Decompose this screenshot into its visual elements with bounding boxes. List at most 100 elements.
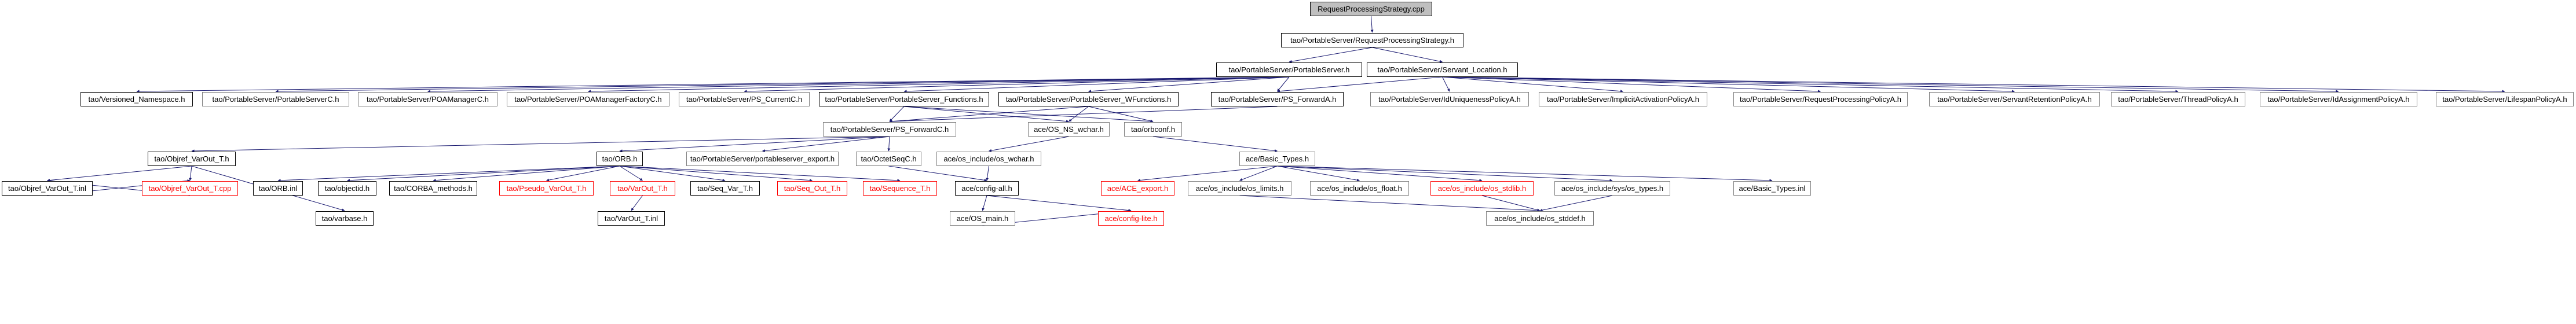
graph-node[interactable]: tao/VarOut_T.inl — [598, 211, 665, 226]
graph-edge — [1442, 76, 2179, 93]
graph-edge — [1370, 16, 1374, 33]
graph-node[interactable]: tao/PortableServer/POAManagerC.h — [358, 92, 497, 106]
graph-edge — [903, 76, 1290, 93]
graph-edge — [136, 76, 1290, 93]
graph-edge — [1152, 136, 1278, 152]
graph-node[interactable]: tao/varbase.h — [316, 211, 374, 226]
graph-edge — [1442, 76, 1821, 93]
graph-node[interactable]: tao/PortableServer/Servant_Location.h — [1367, 62, 1518, 77]
graph-node[interactable]: ace/config-all.h — [955, 181, 1019, 196]
graph-edge — [277, 165, 620, 182]
graph-edge — [427, 76, 1290, 93]
graph-node[interactable]: ace/os_include/os_float.h — [1310, 181, 1409, 196]
graph-edge — [189, 165, 192, 181]
graph-edge — [47, 165, 192, 182]
graph-edge — [1277, 165, 1483, 182]
graph-node[interactable]: tao/PortableServer/PortableServer_Functi… — [819, 92, 989, 106]
graph-node[interactable]: tao/orbconf.h — [1124, 122, 1182, 137]
graph-node[interactable]: ace/Basic_Types.h — [1239, 152, 1315, 166]
graph-node[interactable]: ace/os_include/os_stdlib.h — [1430, 181, 1534, 196]
graph-edge — [546, 165, 620, 182]
graph-edge — [1277, 76, 1290, 92]
graph-edge — [888, 165, 987, 182]
graph-edge — [1442, 76, 1623, 93]
graph-edge — [619, 165, 901, 182]
graph-edge — [619, 165, 643, 181]
graph-edge — [744, 76, 1290, 93]
graph-edge — [619, 165, 726, 182]
graph-edge — [1137, 165, 1278, 182]
graph-node[interactable]: tao/VarOut_T.h — [610, 181, 675, 196]
graph-node[interactable]: tao/PortableServer/PortableServerC.h — [202, 92, 349, 106]
graph-node-root[interactable]: RequestProcessingStrategy.cpp — [1310, 2, 1432, 16]
graph-node[interactable]: tao/PortableServer/ServantRetentionPolic… — [1929, 92, 2100, 106]
graph-node[interactable]: tao/Seq_Var_T.h — [690, 181, 760, 196]
graph-edge — [986, 195, 1132, 212]
graph-node[interactable]: tao/Versioned_Namespace.h — [80, 92, 193, 106]
graph-node[interactable]: tao/PortableServer/PortableServer.h — [1216, 62, 1362, 77]
graph-node[interactable]: ace/os_include/os_limits.h — [1188, 181, 1291, 196]
graph-edge — [1277, 165, 1613, 182]
graph-node[interactable]: tao/PortableServer/ImplicitActivationPol… — [1539, 92, 1707, 106]
graph-node[interactable]: tao/Sequence_T.h — [863, 181, 937, 196]
graph-edge — [989, 136, 1069, 152]
graph-edge — [1088, 106, 1154, 123]
graph-edge — [1277, 165, 1360, 182]
graph-node[interactable]: tao/Objref_VarOut_T.h — [148, 152, 236, 166]
graph-edge — [889, 106, 1089, 123]
graph-node[interactable]: tao/PortableServer/IdAssignmentPolicyA.h — [2260, 92, 2417, 106]
graph-edge — [1442, 76, 1450, 92]
graph-node[interactable]: tao/OctetSeqC.h — [856, 152, 921, 166]
graph-edge — [1442, 76, 2505, 93]
graph-node[interactable]: tao/Objref_VarOut_T.cpp — [142, 181, 238, 196]
graph-edge — [903, 106, 1154, 123]
graph-node[interactable]: ace/Basic_Types.inl — [1733, 181, 1811, 196]
graph-node[interactable]: ace/os_include/sys/os_types.h — [1554, 181, 1670, 196]
graph-node[interactable]: tao/PortableServer/PortableServer_WFunct… — [998, 92, 1179, 106]
graph-edge — [1442, 76, 2015, 93]
graph-node[interactable]: tao/PortableServer/PS_CurrentC.h — [679, 92, 810, 106]
graph-node[interactable]: tao/CORBA_methods.h — [389, 181, 477, 196]
graph-node[interactable]: tao/objectid.h — [318, 181, 376, 196]
graph-edge — [631, 195, 643, 211]
graph-node[interactable]: ace/os_include/os_stddef.h — [1486, 211, 1594, 226]
graph-node[interactable]: tao/PortableServer/PS_ForwardC.h — [823, 122, 956, 137]
graph-edge — [1277, 76, 1443, 93]
graph-node[interactable]: tao/PortableServer/LifespanPolicyA.h — [2436, 92, 2574, 106]
graph-edge — [986, 165, 989, 181]
graph-edge — [982, 195, 987, 211]
graph-node[interactable]: tao/PortableServer/PS_ForwardA.h — [1211, 92, 1344, 106]
graph-edge — [619, 165, 813, 182]
graph-node[interactable]: ace/ACE_export.h — [1101, 181, 1174, 196]
graph-node[interactable]: tao/Pseudo_VarOut_T.h — [499, 181, 594, 196]
graph-edge — [1539, 195, 1613, 212]
graph-node[interactable]: tao/PortableServer/RequestProcessingStra… — [1281, 33, 1463, 47]
graph-node[interactable]: ace/OS_NS_wchar.h — [1028, 122, 1110, 137]
graph-edge — [275, 76, 1290, 93]
graph-edge — [588, 76, 1290, 93]
graph-node[interactable]: ace/os_include/os_wchar.h — [936, 152, 1041, 166]
graph-edge — [1239, 195, 1541, 212]
graph-edge — [1481, 195, 1541, 212]
graph-node[interactable]: tao/PortableServer/POAManagerFactoryC.h — [507, 92, 669, 106]
graph-edge — [1442, 76, 2339, 93]
graph-node[interactable]: tao/Seq_Out_T.h — [777, 181, 847, 196]
graph-node[interactable]: tao/PortableServer/IdUniquenessPolicyA.h — [1370, 92, 1529, 106]
graph-edge — [762, 136, 890, 152]
graph-edge — [887, 136, 891, 152]
graph-edge — [889, 106, 1278, 123]
graph-node[interactable]: tao/ORB.inl — [253, 181, 303, 196]
graph-edge — [1088, 76, 1290, 93]
graph-edge — [347, 165, 620, 182]
graph-node[interactable]: ace/config-lite.h — [1098, 211, 1164, 226]
graph-node[interactable]: tao/ORB.h — [597, 152, 643, 166]
graph-node[interactable]: tao/PortableServer/portableserver_export… — [686, 152, 839, 166]
graph-edge — [889, 106, 905, 122]
graph-edge — [619, 136, 890, 153]
graph-node[interactable]: tao/PortableServer/ThreadPolicyA.h — [2111, 92, 2245, 106]
graph-node[interactable]: tao/PortableServer/RequestProcessingPoli… — [1733, 92, 1908, 106]
graph-node[interactable]: ace/OS_main.h — [950, 211, 1015, 226]
graph-node[interactable]: tao/Objref_VarOut_T.inl — [2, 181, 93, 196]
